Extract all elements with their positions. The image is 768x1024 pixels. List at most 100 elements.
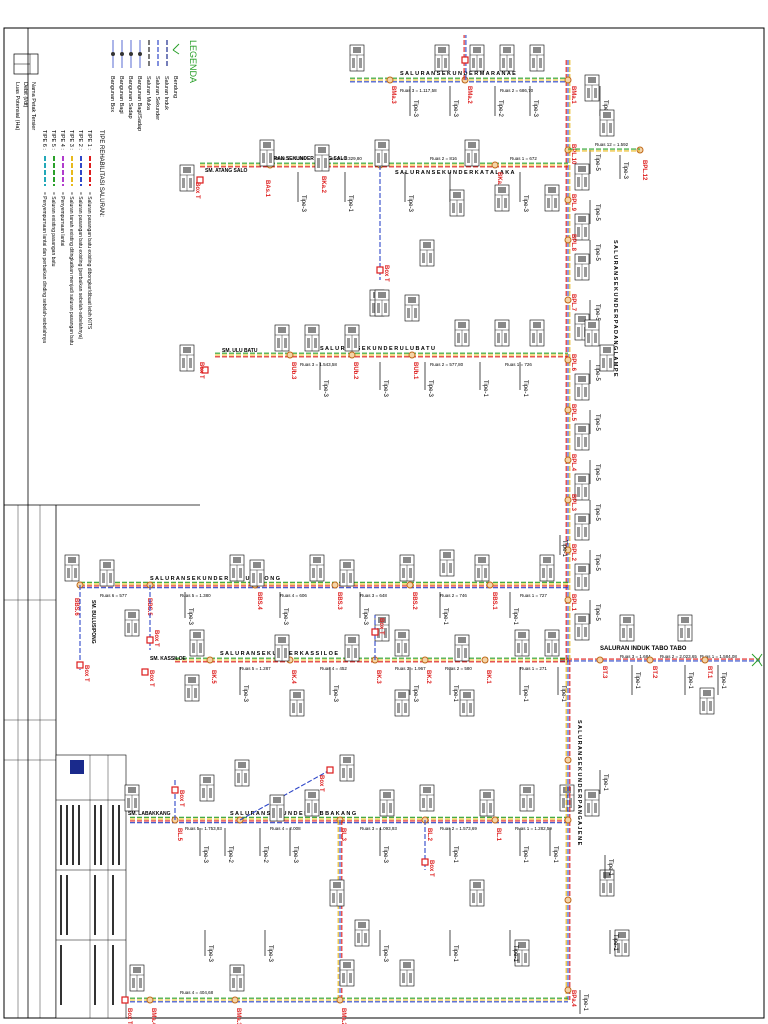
- petak-luas-block: [284, 338, 287, 348]
- petak-name-block: [263, 142, 271, 148]
- node-bka1: [491, 161, 499, 169]
- node-bpl8: [564, 236, 572, 244]
- box-kassiloe-branch: [371, 628, 379, 636]
- petak-name-block: [343, 757, 351, 763]
- tipe-label: Tipe-2: [497, 100, 503, 117]
- node-bma3: [231, 996, 239, 1004]
- petak-name-block: [333, 882, 341, 888]
- rehab-code: TIPE 2 :: [77, 130, 83, 150]
- petak-name-block: [518, 632, 526, 638]
- petak-debit-block: [532, 58, 535, 68]
- petak-name-block: [523, 787, 531, 793]
- petak-debit-block: [422, 798, 425, 808]
- petak-luas-block: [554, 198, 557, 208]
- petak-debit-block: [397, 643, 400, 653]
- bendung-icon: [751, 653, 763, 667]
- building-box: Box T: [178, 790, 184, 807]
- petak-labbakang: [269, 794, 285, 822]
- petak-debit-block: [377, 303, 380, 313]
- petak-debit-block: [67, 568, 70, 578]
- petak-luas-block: [584, 437, 587, 447]
- building-bm2: BMa.2: [466, 86, 472, 104]
- tipe-label: Tipe-2: [227, 846, 233, 863]
- saluran-induk: [560, 658, 760, 662]
- ruas-label: Ruas 1 = 726: [505, 362, 532, 367]
- petak-name-block: [588, 792, 596, 798]
- petak-debit-block: [547, 643, 550, 653]
- petak-bt1: [699, 687, 715, 715]
- petak-luas-block: [529, 798, 532, 808]
- petak-name-block: [343, 562, 351, 568]
- petak-name-block: [403, 962, 411, 968]
- rehab-code: TIPE 4 :: [59, 130, 65, 150]
- petak-name-block: [378, 617, 386, 623]
- tipe-label: Tipe-5: [594, 304, 600, 321]
- ruas-label: Ruas 2 = 816: [430, 156, 457, 161]
- petak-legend-label: Debit (l/dt): [22, 82, 28, 108]
- tipe-label: Tipe-3: [452, 100, 458, 117]
- node-bpa1: [564, 756, 572, 764]
- petak-luas-block: [284, 648, 287, 658]
- petak-debit-block: [422, 253, 425, 263]
- node-bk5: [206, 656, 214, 664]
- petak-luas-block: [584, 177, 587, 187]
- petak-debit-block: [187, 688, 190, 698]
- petak-luas-block: [279, 808, 282, 818]
- petak-luas-block: [629, 628, 632, 638]
- rehab-code: TIPE 1 :: [86, 130, 92, 150]
- tipe-label: Tipe-5: [594, 364, 600, 381]
- tipe-label: Tipe-5: [594, 244, 600, 261]
- petak-name-block: [358, 922, 366, 928]
- canal-label-sm-kassiloe: SM. KASSILOE: [150, 656, 187, 662]
- petak-debit-block: [562, 798, 565, 808]
- tipe-label: Tipe-3: [412, 100, 418, 117]
- tipe-label: Tipe-3: [412, 685, 418, 702]
- petak-name-block: [468, 142, 476, 148]
- canal-label-induk: SALURAN INDUK TABO TABO: [600, 646, 687, 652]
- petak-pangajene: [354, 919, 370, 947]
- node-bm1: [564, 76, 572, 84]
- ruas-label: Ruas 1 = 271: [520, 666, 547, 671]
- petak-ulu-batu: [344, 324, 360, 352]
- rehab-text: = Penyempurnaan lantai dan perbaikan din…: [41, 192, 47, 343]
- petak-name-block: [548, 187, 556, 193]
- building-box: Box T: [83, 665, 89, 682]
- petak-bpl6: [574, 373, 590, 401]
- petak-luas-block: [489, 803, 492, 813]
- petak-marana: [599, 109, 615, 137]
- ruas-label: Ruas 2 = 1.573,69: [440, 826, 477, 831]
- petak-name-block: [383, 792, 391, 798]
- legend-node-icon: [138, 52, 142, 56]
- canal-label-sm-bulu-siponi: SM. BULUSIPONG: [90, 600, 96, 644]
- petak-ulu-batu: [179, 344, 195, 372]
- petak-luas-block: [324, 158, 327, 168]
- petak-name-block: [588, 77, 596, 83]
- building-box: Box T: [428, 860, 434, 877]
- ruas-label: Ruas 4 = 404,68: [180, 990, 214, 995]
- saluran-ulu-batu: [215, 352, 568, 358]
- legend-structure-label: Bangunan Sadap: [127, 76, 133, 119]
- petak-debit-block: [342, 768, 345, 778]
- labbakang-diag: [239, 769, 331, 821]
- petak-luas-block: [504, 198, 507, 208]
- petak-name-block: [578, 316, 586, 322]
- node-bpl9: [564, 196, 572, 204]
- building-bma2: BMa.2: [340, 1008, 346, 1024]
- building-bpl2: BPL.2: [570, 544, 576, 562]
- petak-kassiloe: [459, 689, 475, 717]
- building-bpl8: BPL.8: [570, 234, 576, 252]
- tipe-label: Tipe-3: [187, 608, 193, 625]
- petak-name-block: [68, 557, 76, 563]
- petak-kassiloe: [394, 629, 410, 657]
- petak-luas-block: [609, 883, 612, 893]
- petak-bt2: [677, 614, 693, 642]
- node-bt1: [701, 656, 709, 664]
- tipe-label: Tipe-1: [452, 685, 458, 702]
- petak-kassiloe: [289, 689, 305, 717]
- building-box: Box T: [318, 775, 324, 792]
- petak-bulu-siponi: [249, 559, 265, 587]
- petak-luas-block: [594, 333, 597, 343]
- petak-bulu-siponi: [439, 549, 455, 577]
- petak-legend-label: Luas Potensial (Ha): [14, 82, 20, 130]
- petak-debit-block: [472, 893, 475, 903]
